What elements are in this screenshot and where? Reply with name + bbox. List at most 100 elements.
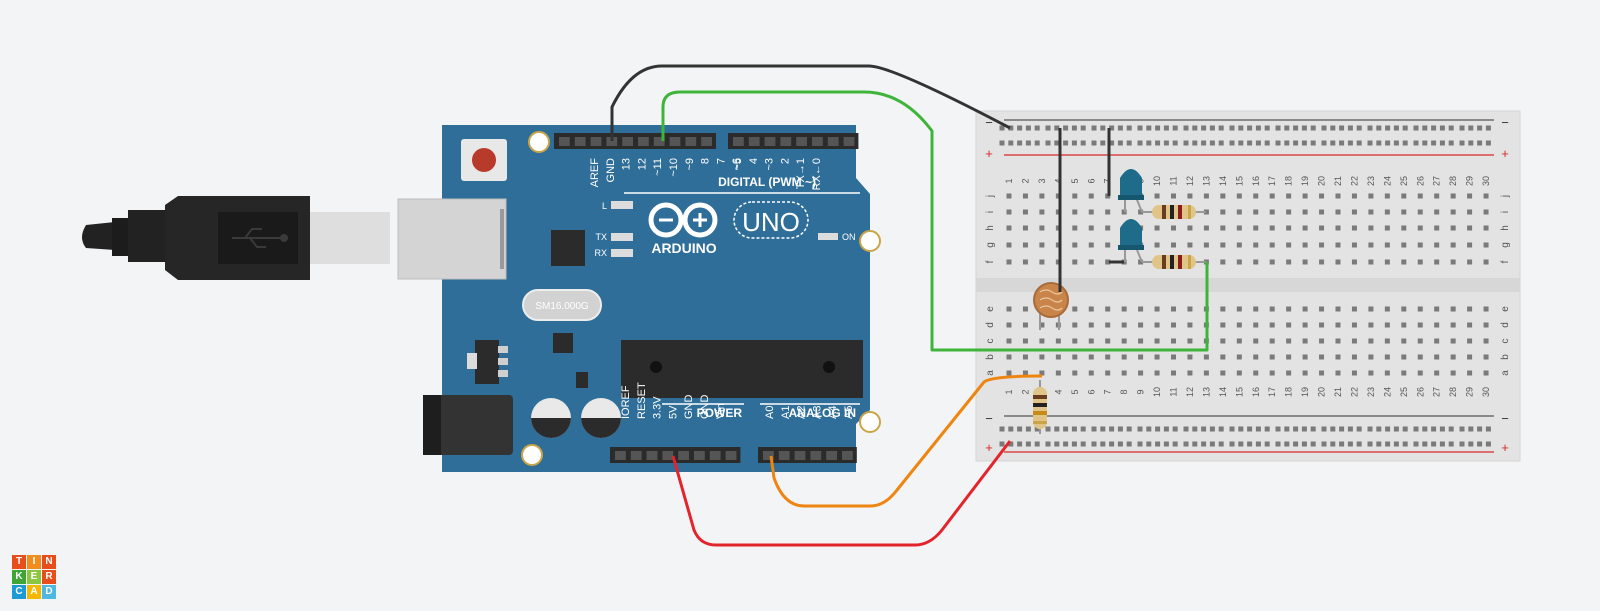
- header-pin[interactable]: [678, 451, 689, 460]
- header-pin[interactable]: [763, 451, 774, 460]
- breadboard-hole[interactable]: [1022, 259, 1028, 265]
- breadboard-hole[interactable]: [1022, 338, 1028, 344]
- breadboard-hole[interactable]: [1017, 441, 1023, 447]
- breadboard-hole[interactable]: [1467, 225, 1473, 231]
- breadboard-hole[interactable]: [1439, 125, 1445, 131]
- breadboard-hole[interactable]: [1368, 338, 1374, 344]
- breadboard-hole[interactable]: [1468, 441, 1474, 447]
- breadboard-hole[interactable]: [1109, 426, 1115, 432]
- breadboard-hole[interactable]: [1006, 322, 1012, 328]
- breadboard-hole[interactable]: [1319, 306, 1325, 312]
- breadboard-hole[interactable]: [1022, 209, 1028, 215]
- breadboard-hole[interactable]: [1022, 354, 1028, 360]
- breadboard-hole[interactable]: [1229, 441, 1235, 447]
- breadboard-hole[interactable]: [1351, 306, 1357, 312]
- breadboard-hole[interactable]: [1080, 125, 1086, 131]
- breadboard-hole[interactable]: [1163, 140, 1169, 146]
- breadboard-hole[interactable]: [1105, 338, 1111, 344]
- breadboard-hole[interactable]: [1376, 125, 1382, 131]
- breadboard-hole[interactable]: [1302, 225, 1308, 231]
- breadboard-hole[interactable]: [1286, 306, 1292, 312]
- breadboard-hole[interactable]: [1187, 242, 1193, 248]
- breadboard-hole[interactable]: [1434, 259, 1440, 265]
- breadboard-hole[interactable]: [1253, 225, 1259, 231]
- breadboard-hole[interactable]: [1121, 354, 1127, 360]
- breadboard-hole[interactable]: [1022, 306, 1028, 312]
- breadboard-hole[interactable]: [1286, 209, 1292, 215]
- breadboard-hole[interactable]: [1229, 426, 1235, 432]
- breadboard-hole[interactable]: [1171, 225, 1176, 231]
- breadboard-hole[interactable]: [1054, 426, 1060, 432]
- breadboard-hole[interactable]: [1088, 338, 1094, 344]
- breadboard-hole[interactable]: [1393, 125, 1399, 131]
- breadboard-hole[interactable]: [1483, 354, 1489, 360]
- breadboard-hole[interactable]: [1483, 259, 1489, 265]
- breadboard-hole[interactable]: [1448, 140, 1454, 146]
- breadboard-hole[interactable]: [1286, 322, 1292, 328]
- breadboard-hole[interactable]: [1006, 354, 1012, 360]
- breadboard-hole[interactable]: [1351, 209, 1357, 215]
- breadboard-hole[interactable]: [1422, 441, 1428, 447]
- breadboard-hole[interactable]: [1434, 306, 1440, 312]
- breadboard-hole[interactable]: [1367, 426, 1373, 432]
- breadboard-hole[interactable]: [1006, 259, 1012, 265]
- breadboard-hole[interactable]: [1335, 259, 1341, 265]
- breadboard-hole[interactable]: [1417, 338, 1423, 344]
- breadboard-hole[interactable]: [1126, 441, 1132, 447]
- breadboard-hole[interactable]: [1302, 338, 1308, 344]
- breadboard-hole[interactable]: [1220, 354, 1226, 360]
- breadboard-hole[interactable]: [1450, 354, 1456, 360]
- breadboard-hole[interactable]: [999, 441, 1005, 447]
- breadboard-hole[interactable]: [1477, 125, 1483, 131]
- breadboard-hole[interactable]: [1253, 209, 1259, 215]
- breadboard-hole[interactable]: [1072, 370, 1078, 376]
- breadboard-hole[interactable]: [1247, 426, 1253, 432]
- breadboard-hole[interactable]: [1063, 441, 1069, 447]
- breadboard-hole[interactable]: [1055, 242, 1061, 248]
- breadboard-hole[interactable]: [1434, 370, 1440, 376]
- breadboard-hole[interactable]: [1146, 441, 1152, 447]
- breadboard-hole[interactable]: [1039, 370, 1045, 376]
- breadboard-hole[interactable]: [1422, 140, 1428, 146]
- breadboard-hole[interactable]: [1220, 242, 1226, 248]
- breadboard-hole[interactable]: [1321, 426, 1327, 432]
- wire-green-d11[interactable]: [661, 90, 1209, 352]
- breadboard-hole[interactable]: [1459, 426, 1465, 432]
- breadboard-hole[interactable]: [1034, 140, 1040, 146]
- breadboard-hole[interactable]: [1138, 354, 1144, 360]
- breadboard-hole[interactable]: [1434, 193, 1440, 199]
- breadboard-hole[interactable]: [1121, 338, 1127, 344]
- breadboard-hole[interactable]: [1247, 140, 1253, 146]
- breadboard-hole[interactable]: [1045, 140, 1051, 146]
- breadboard-hole[interactable]: [1088, 306, 1094, 312]
- breadboard-hole[interactable]: [1071, 125, 1077, 131]
- breadboard-hole[interactable]: [1187, 193, 1193, 199]
- breadboard-hole[interactable]: [1039, 259, 1045, 265]
- breadboard-hole[interactable]: [1218, 441, 1224, 447]
- breadboard-hole[interactable]: [1402, 140, 1408, 146]
- breadboard-hole[interactable]: [1006, 306, 1012, 312]
- breadboard-hole[interactable]: [1269, 370, 1275, 376]
- breadboard-hole[interactable]: [1039, 209, 1045, 215]
- breadboard-hole[interactable]: [1356, 426, 1362, 432]
- breadboard-hole[interactable]: [1022, 322, 1028, 328]
- breadboard-hole[interactable]: [1187, 370, 1193, 376]
- breadboard-hole[interactable]: [1275, 125, 1281, 131]
- breadboard-hole[interactable]: [1401, 306, 1407, 312]
- usb-cable[interactable]: [82, 196, 390, 280]
- breadboard-hole[interactable]: [1431, 125, 1437, 131]
- breadboard-hole[interactable]: [1310, 140, 1316, 146]
- breadboard-hole[interactable]: [1171, 338, 1176, 344]
- breadboard-hole[interactable]: [1335, 209, 1341, 215]
- breadboard-hole[interactable]: [1220, 259, 1226, 265]
- breadboard-hole[interactable]: [1155, 426, 1161, 432]
- breadboard-hole[interactable]: [1236, 225, 1242, 231]
- header-pin[interactable]: [630, 451, 642, 460]
- breadboard-hole[interactable]: [1218, 125, 1224, 131]
- breadboard-hole[interactable]: [1154, 242, 1160, 248]
- breadboard-hole[interactable]: [1286, 225, 1292, 231]
- breadboard-hole[interactable]: [1376, 426, 1382, 432]
- breadboard-hole[interactable]: [1220, 193, 1226, 199]
- breadboard-hole[interactable]: [1072, 306, 1078, 312]
